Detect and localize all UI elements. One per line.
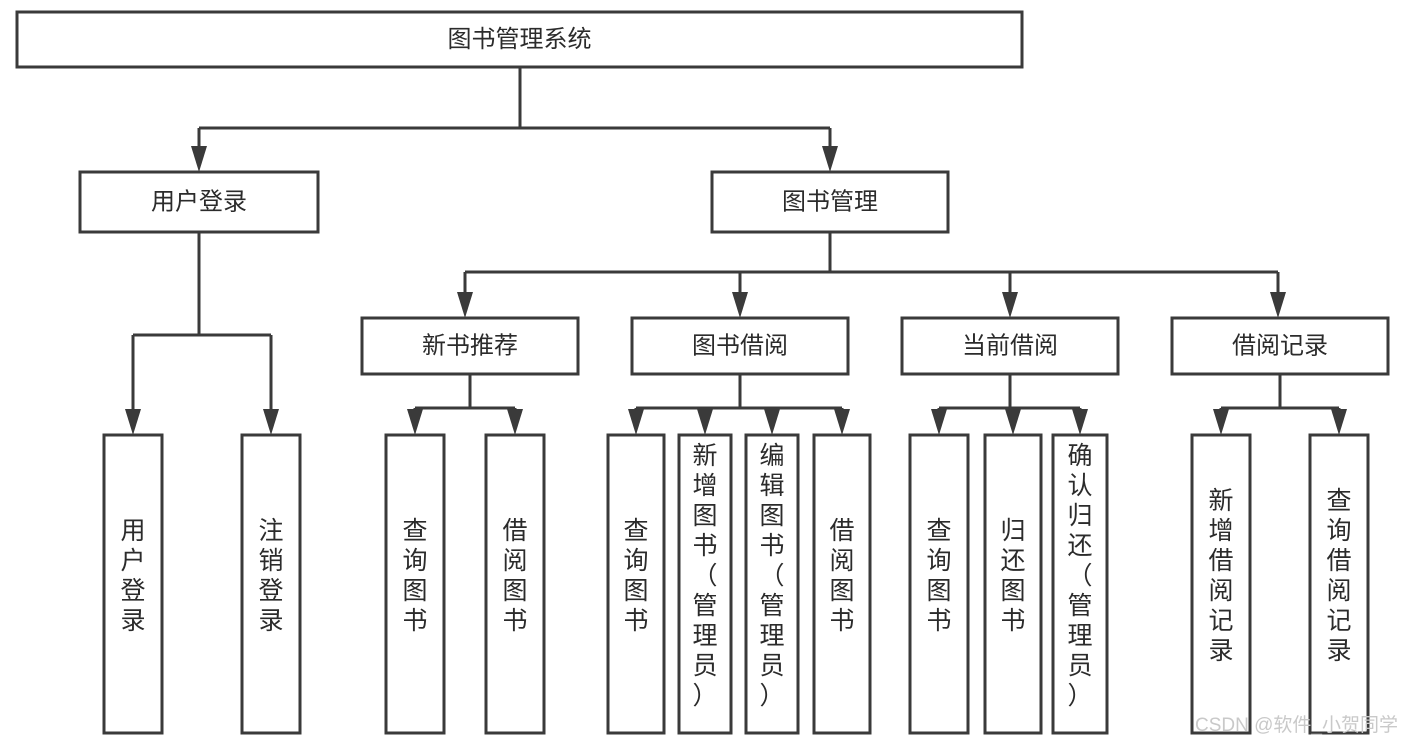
node-leaf-add-book[interactable]: 新增图书（管理员） (677, 433, 733, 735)
arrow-to-book-admin (822, 146, 838, 172)
node-leaf-borrow-book[interactable]: 借阅图书 (812, 433, 872, 735)
node-root-title[interactable]: 图书管理系统 (15, 10, 1024, 69)
node-current-borrow[interactable]: 当前借阅 (900, 316, 1120, 376)
node-book-admin-label: 图书管理 (782, 188, 878, 215)
node-leaf-query-book-rec[interactable]: 查询图书 (384, 433, 446, 735)
node-leaf-query-book-cur-rect (908, 433, 970, 735)
arrow-to-leaf-return-book (1005, 409, 1021, 435)
node-leaf-borrow-book-label: 借阅图书 (829, 517, 854, 635)
arrow-to-leaf-borrow-book (834, 409, 850, 435)
arrow-to-leaf-query-record (1331, 409, 1347, 435)
arrow-to-leaf-user-login (125, 409, 141, 435)
node-leaf-edit-book-rect (744, 433, 800, 735)
node-leaf-confirm-return[interactable]: 确认归还（管理员） (1051, 433, 1109, 735)
node-book-borrow[interactable]: 图书借阅 (630, 316, 850, 376)
node-leaf-return-book-rect (983, 433, 1043, 735)
arrow-to-book-borrow (732, 292, 748, 318)
arrow-to-leaf-query-book-borrow (628, 409, 644, 435)
arrow-to-leaf-borrow-book-rec (507, 409, 523, 435)
node-book-borrow-label: 图书借阅 (692, 332, 788, 359)
node-current-borrow-label: 当前借阅 (962, 332, 1058, 359)
node-book-admin-rect (710, 170, 950, 234)
node-leaf-query-record-rect (1308, 433, 1370, 735)
node-leaf-query-book-rec-rect (384, 433, 446, 735)
node-leaf-borrow-book-rec-rect (484, 433, 546, 735)
arrow-to-leaf-logout (263, 409, 279, 435)
csdn-watermark: CSDN @软件_小贺同学 (1195, 714, 1398, 736)
node-leaf-query-record[interactable]: 查询借阅记录 (1308, 433, 1370, 735)
node-leaf-add-record[interactable]: 新增借阅记录 (1190, 433, 1252, 735)
node-leaf-add-record-rect (1190, 433, 1252, 735)
arrow-to-borrow-record (1270, 292, 1286, 318)
arrow-to-new-book-rec (457, 292, 473, 318)
node-leaf-add-book-rect (677, 433, 733, 735)
arrow-to-current-borrow (1002, 292, 1018, 318)
node-leaf-borrow-book-rec[interactable]: 借阅图书 (484, 433, 546, 735)
node-leaf-logout[interactable]: 注销登录 (240, 433, 302, 735)
node-leaf-borrow-book-rec-label: 借阅图书 (502, 517, 527, 635)
node-leaf-confirm-return-rect (1051, 433, 1109, 735)
node-user-login[interactable]: 用户登录 (78, 170, 320, 234)
node-leaf-logout-label: 注销登录 (258, 517, 283, 635)
node-leaf-query-book-rec-label: 查询图书 (402, 517, 427, 635)
node-borrow-record-rect (1170, 316, 1390, 376)
node-leaf-user-login-rect (102, 433, 164, 735)
node-leaf-query-book-borrow-rect (606, 433, 666, 735)
arrow-to-user-login (191, 146, 207, 172)
node-leaf-query-book-cur-label: 查询图书 (926, 517, 951, 635)
node-leaf-borrow-book-rect (812, 433, 872, 735)
node-book-borrow-rect (630, 316, 850, 376)
node-leaf-add-record-label: 新增借阅记录 (1208, 487, 1233, 665)
node-current-borrow-rect (900, 316, 1120, 376)
node-root-title-label: 图书管理系统 (448, 26, 592, 53)
arrow-to-leaf-add-book (697, 409, 713, 435)
arrow-to-leaf-query-book-cur (931, 409, 947, 435)
node-leaf-edit-book-label: 编辑图书（管理员） (759, 442, 784, 710)
node-leaf-confirm-return-label: 确认归还（管理员） (1067, 442, 1092, 710)
node-new-book-rec[interactable]: 新书推荐 (360, 316, 580, 376)
node-root-title-rect (15, 10, 1024, 69)
node-user-login-label: 用户登录 (151, 188, 247, 215)
node-layer: 图书管理系统用户登录图书管理新书推荐图书借阅当前借阅借阅记录用户登录注销登录查询… (15, 10, 1390, 735)
node-user-login-rect (78, 170, 320, 234)
arrow-to-leaf-add-record (1213, 409, 1229, 435)
node-borrow-record[interactable]: 借阅记录 (1170, 316, 1390, 376)
node-new-book-rec-label: 新书推荐 (422, 332, 518, 359)
node-leaf-query-book-borrow[interactable]: 查询图书 (606, 433, 666, 735)
arrow-to-leaf-query-book-rec (407, 409, 423, 435)
node-borrow-record-label: 借阅记录 (1232, 332, 1328, 359)
arrow-to-leaf-edit-book (764, 409, 780, 435)
node-leaf-logout-rect (240, 433, 302, 735)
node-new-book-rec-rect (360, 316, 580, 376)
node-leaf-query-book-cur[interactable]: 查询图书 (908, 433, 970, 735)
node-leaf-user-login-label: 用户登录 (120, 517, 145, 635)
arrow-to-leaf-confirm-return (1072, 409, 1088, 435)
node-leaf-add-book-label: 新增图书（管理员） (692, 442, 717, 710)
node-leaf-user-login[interactable]: 用户登录 (102, 433, 164, 735)
node-book-admin[interactable]: 图书管理 (710, 170, 950, 234)
node-leaf-query-book-borrow-label: 查询图书 (623, 517, 648, 635)
node-leaf-query-record-label: 查询借阅记录 (1326, 487, 1351, 665)
node-leaf-return-book-label: 归还图书 (1000, 517, 1025, 635)
node-leaf-edit-book[interactable]: 编辑图书（管理员） (744, 433, 800, 735)
connector-layer (125, 67, 1347, 435)
node-leaf-return-book[interactable]: 归还图书 (983, 433, 1043, 735)
